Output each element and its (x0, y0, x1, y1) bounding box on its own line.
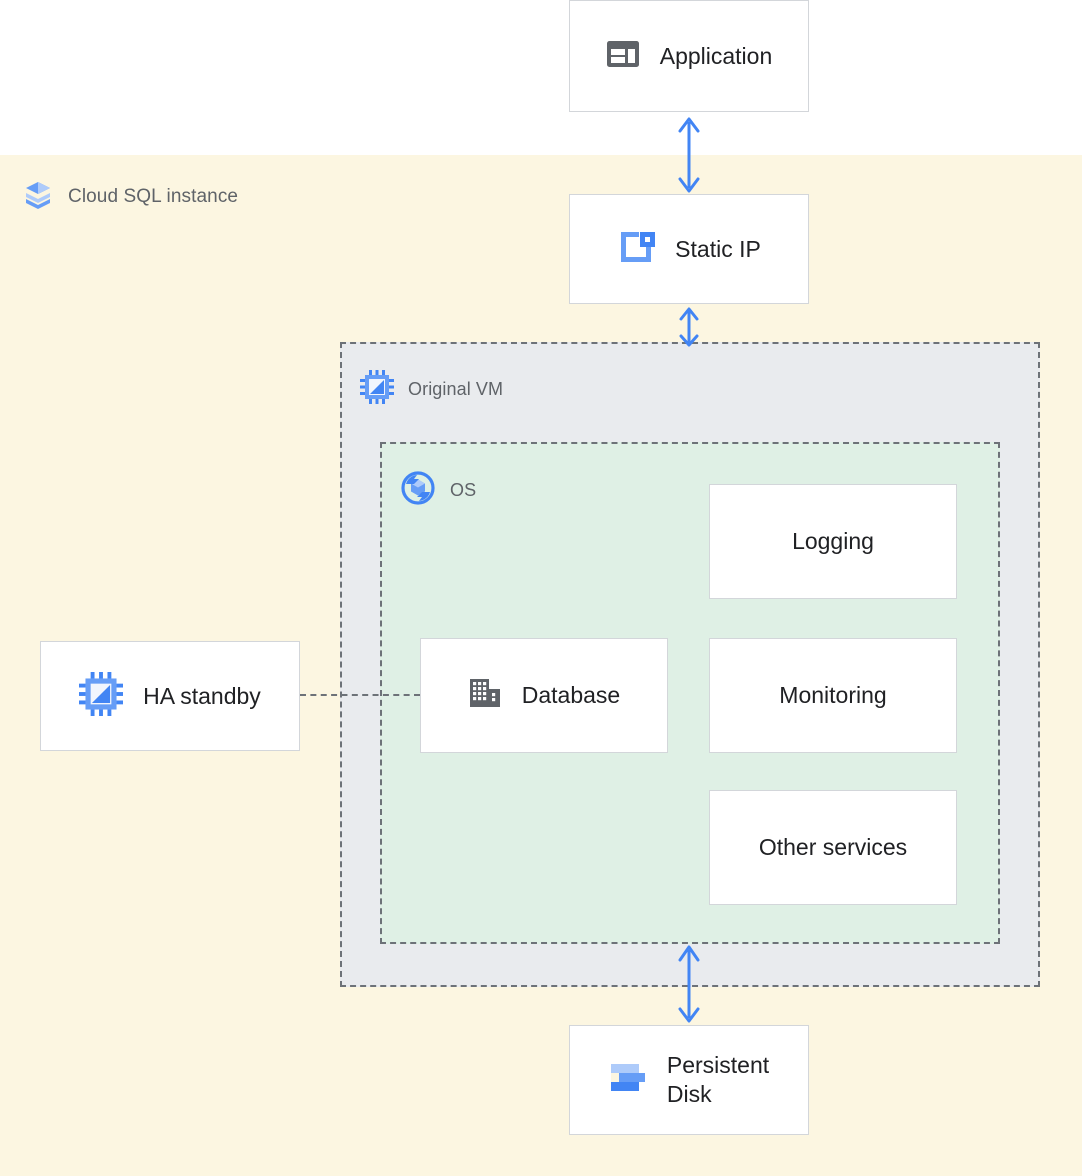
node-label: Database (521, 682, 621, 709)
static-ip-icon (617, 228, 656, 271)
region-label-text: Original VM (408, 379, 504, 399)
region-label-original-vm: Original VM (360, 370, 503, 409)
node-label: Persistent Disk (666, 1052, 770, 1107)
connector-ha-standby-to-database (300, 694, 420, 696)
database-building-icon (468, 676, 502, 715)
node-logging[interactable]: Logging (709, 484, 957, 599)
node-label: Application (659, 42, 773, 69)
node-monitoring[interactable]: Monitoring (709, 638, 957, 753)
arrow-application-to-static-ip (678, 117, 700, 193)
os-container-icon (400, 470, 436, 511)
persistent-disk-icon (609, 1059, 647, 1102)
ha-standby-chip-icon (79, 671, 124, 721)
node-static-ip[interactable]: Static IP (569, 194, 809, 304)
arrow-os-to-persistent-disk (678, 945, 700, 1023)
region-label-text: OS (450, 480, 477, 500)
arrow-static-ip-to-vm (679, 307, 699, 347)
node-database[interactable]: Database (420, 638, 668, 753)
region-label-os: OS (400, 470, 476, 511)
node-other-services[interactable]: Other services (709, 790, 957, 905)
node-label: Static IP (675, 235, 761, 262)
application-window-icon (606, 37, 640, 76)
node-label: HA standby (143, 682, 261, 709)
node-persistent-disk[interactable]: Persistent Disk (569, 1025, 809, 1135)
vm-chip-icon (360, 370, 394, 409)
node-label: Logging (792, 528, 874, 555)
cloud-sql-layers-icon (22, 178, 54, 215)
node-label: Monitoring (779, 682, 887, 709)
region-label-text: Cloud SQL instance (68, 185, 239, 207)
node-ha-standby[interactable]: HA standby (40, 641, 300, 751)
node-label: Other services (758, 834, 908, 861)
node-application[interactable]: Application (569, 0, 809, 112)
region-label-cloud-sql-instance: Cloud SQL instance (22, 178, 238, 215)
